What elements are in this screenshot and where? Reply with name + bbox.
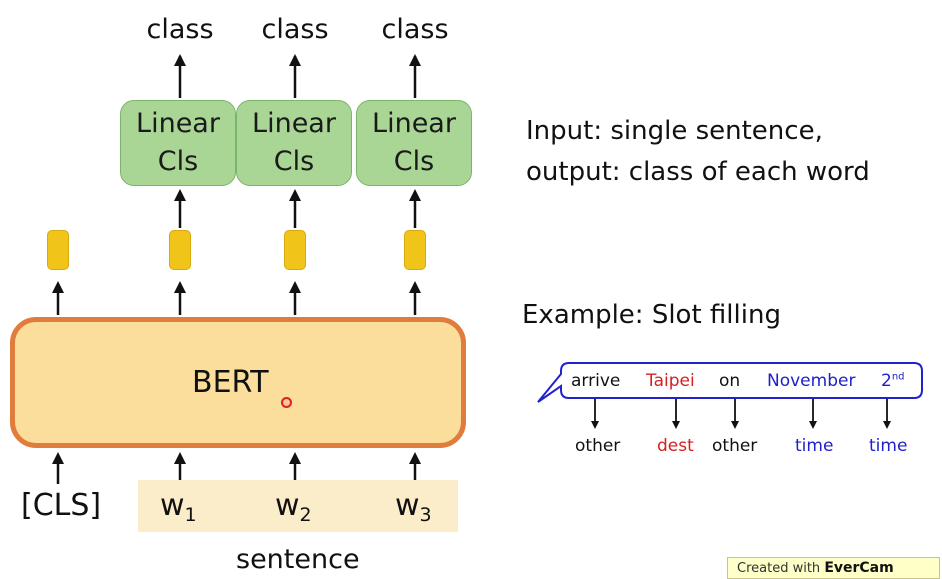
linear-classifier-line1: Linear [136,108,220,139]
linear-classifier-line2: Cls [273,146,315,177]
slot-word-2: Taipei [646,371,695,391]
output-class-label-3: class [381,14,449,45]
sentence-highlight [138,480,458,532]
example-heading: Example: Slot filling [522,300,781,330]
slot-word-1: arrive [571,371,621,391]
slot-word-3: on [719,371,741,391]
slot-label-3: other [712,436,758,456]
slot-label-4: time [795,436,834,456]
token-w3: w3 [395,488,432,526]
linear-classifier-line2: Cls [393,146,435,177]
embedding-vector-cls [47,230,69,270]
linear-classifier-line1: Linear [372,108,456,139]
slot-filling-bubble [537,362,923,403]
embedding-vector-3 [404,230,426,270]
slot-word-4: November [767,371,856,391]
token-w2: w2 [275,488,312,526]
linear-classifier-line1: Linear [252,108,336,139]
slot-label-2: dest [657,436,694,456]
description-line-1: Input: single sentence, [526,116,823,146]
sentence-caption: sentence [236,544,360,575]
embedding-vector-1 [169,230,191,270]
bert-model-box [10,317,466,448]
slot-label-1: other [575,436,621,456]
output-class-label-1: class [146,14,214,45]
bert-label: BERT [192,365,269,400]
slot-arrows [594,399,888,424]
linear-classifier-2: Linear Cls [236,100,352,186]
embedding-vector-2 [284,230,306,270]
pointer-cursor-icon [281,397,292,408]
cls-token: [CLS] [21,488,102,523]
slot-label-5: time [869,436,908,456]
output-class-label-2: class [261,14,329,45]
slot-word-5: 2nd [881,371,905,391]
linear-classifier-3: Linear Cls [356,100,472,186]
description-line-2: output: class of each word [526,157,870,187]
linear-classifier-line2: Cls [157,146,199,177]
linear-classifier-1: Linear Cls [120,100,236,186]
token-w1: w1 [160,488,197,526]
